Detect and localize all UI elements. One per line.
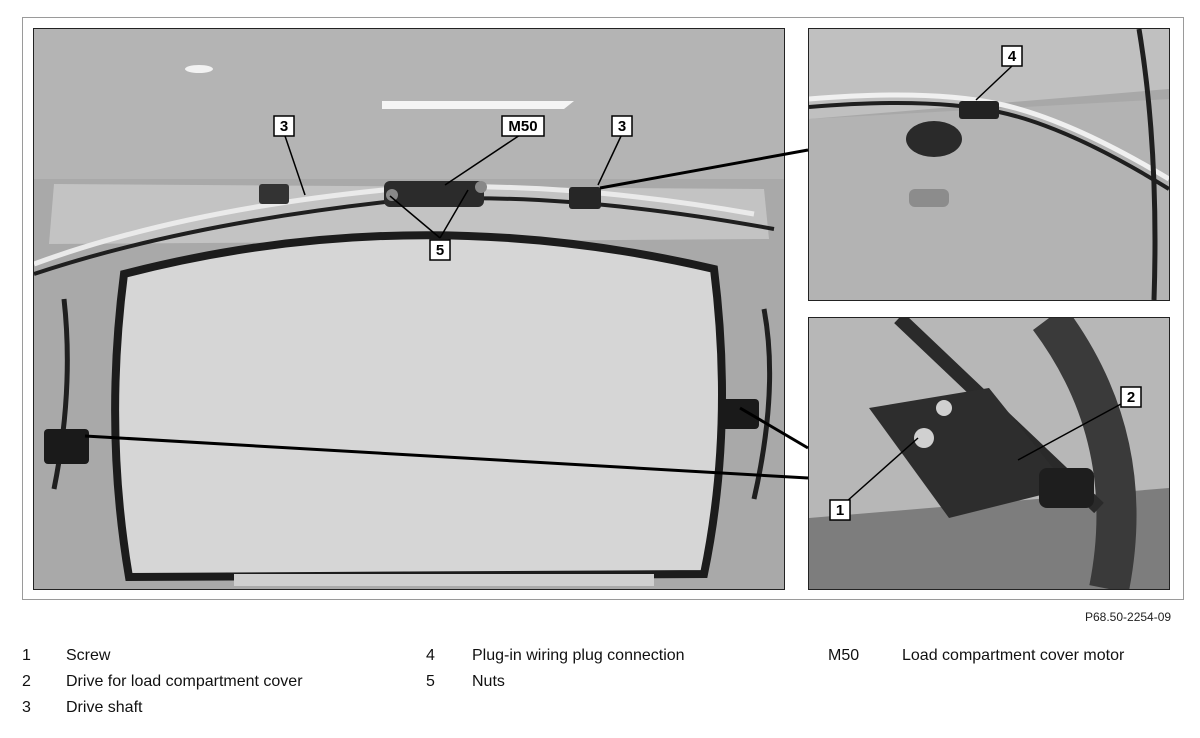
figure-reference-id: P68.50-2254-09 [1085,610,1172,624]
detail-drive-drawing [809,318,1169,589]
legend-key: 2 [22,673,31,690]
legend-label: Load compartment cover motor [902,647,1125,664]
figure-frame: P68.50-2254-09 [22,17,1184,624]
legend-label: Screw [66,647,111,664]
detail-photo-plug [808,28,1170,301]
detail-photo-drive [808,317,1170,590]
legend-key: 5 [426,673,435,690]
main-photo [33,28,785,590]
legend-label: Plug-in wiring plug connection [472,647,685,664]
main-photo-drawing [34,29,784,589]
legend-key: 3 [22,699,31,716]
legend-label: Drive for load compartment cover [66,673,303,690]
legend-label: Nuts [472,673,505,690]
legend-label: Drive shaft [66,699,143,716]
legend-key: M50 [828,647,860,664]
legend-key: 1 [22,647,31,664]
detail-plug-drawing [809,29,1169,300]
legend-key: 4 [426,647,435,664]
